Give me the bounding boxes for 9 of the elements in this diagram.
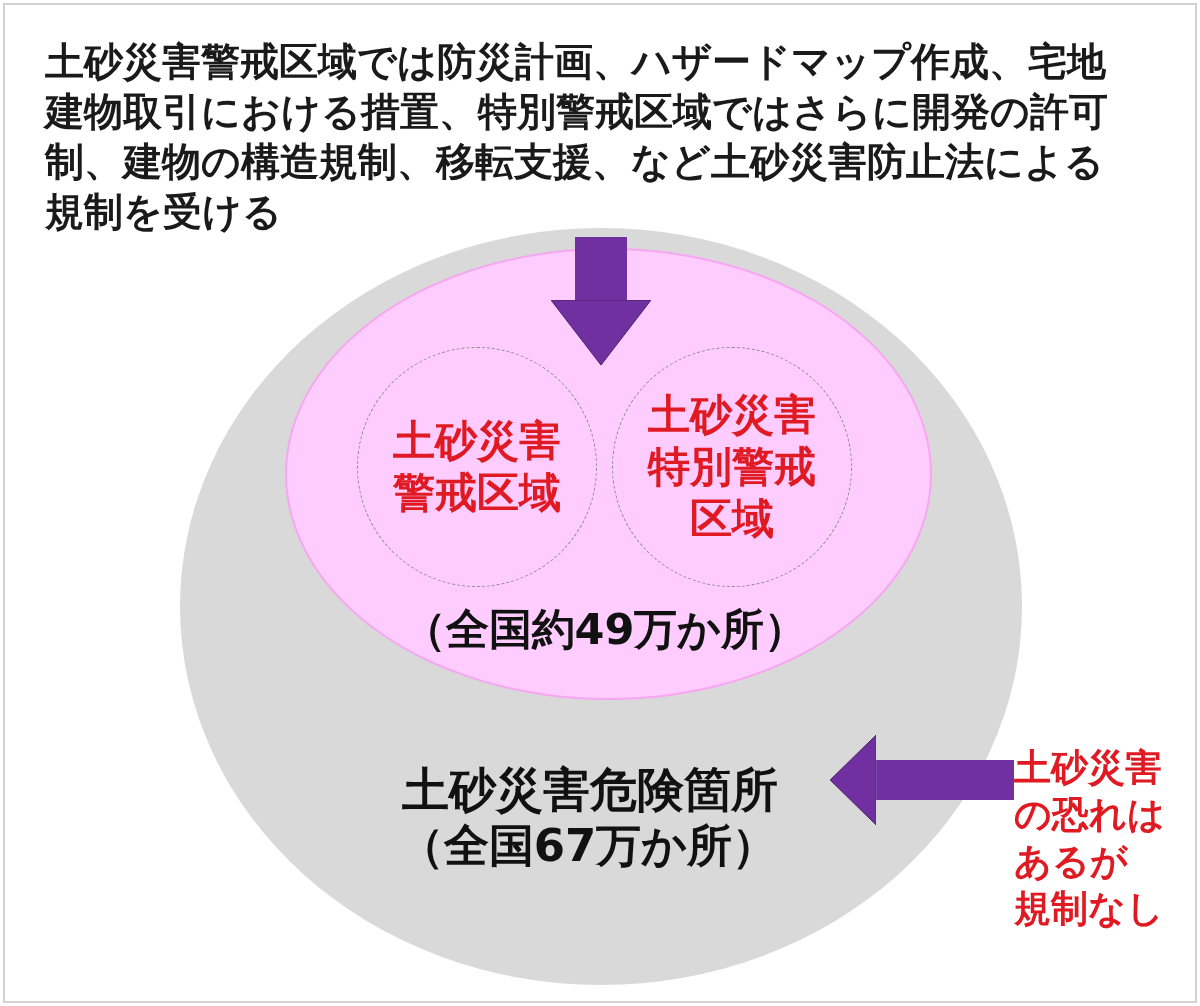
zone-label: 土砂災害警戒区域 — [392, 415, 562, 519]
note-text: 土砂災害の恐れはあるが規制なし — [1014, 744, 1174, 932]
count-label: （全国約49万か所） — [402, 604, 808, 656]
zone-label: 土砂災害特別警戒区域 — [646, 389, 817, 545]
block-arrow — [829, 734, 1014, 826]
count-label: （全国67万か所） — [398, 819, 778, 873]
block-arrow — [550, 237, 652, 366]
region-title: 土砂災害危険箇所 — [402, 761, 778, 819]
note-text: 土砂災害警戒区域では防災計画、ハザードマップ作成、宅地建物取引における措置、特別警戒区域ではさらに開発の許可制、建物の構造規制、移転支援、など土砂災害防止法による規制を受ける — [45, 37, 1120, 237]
